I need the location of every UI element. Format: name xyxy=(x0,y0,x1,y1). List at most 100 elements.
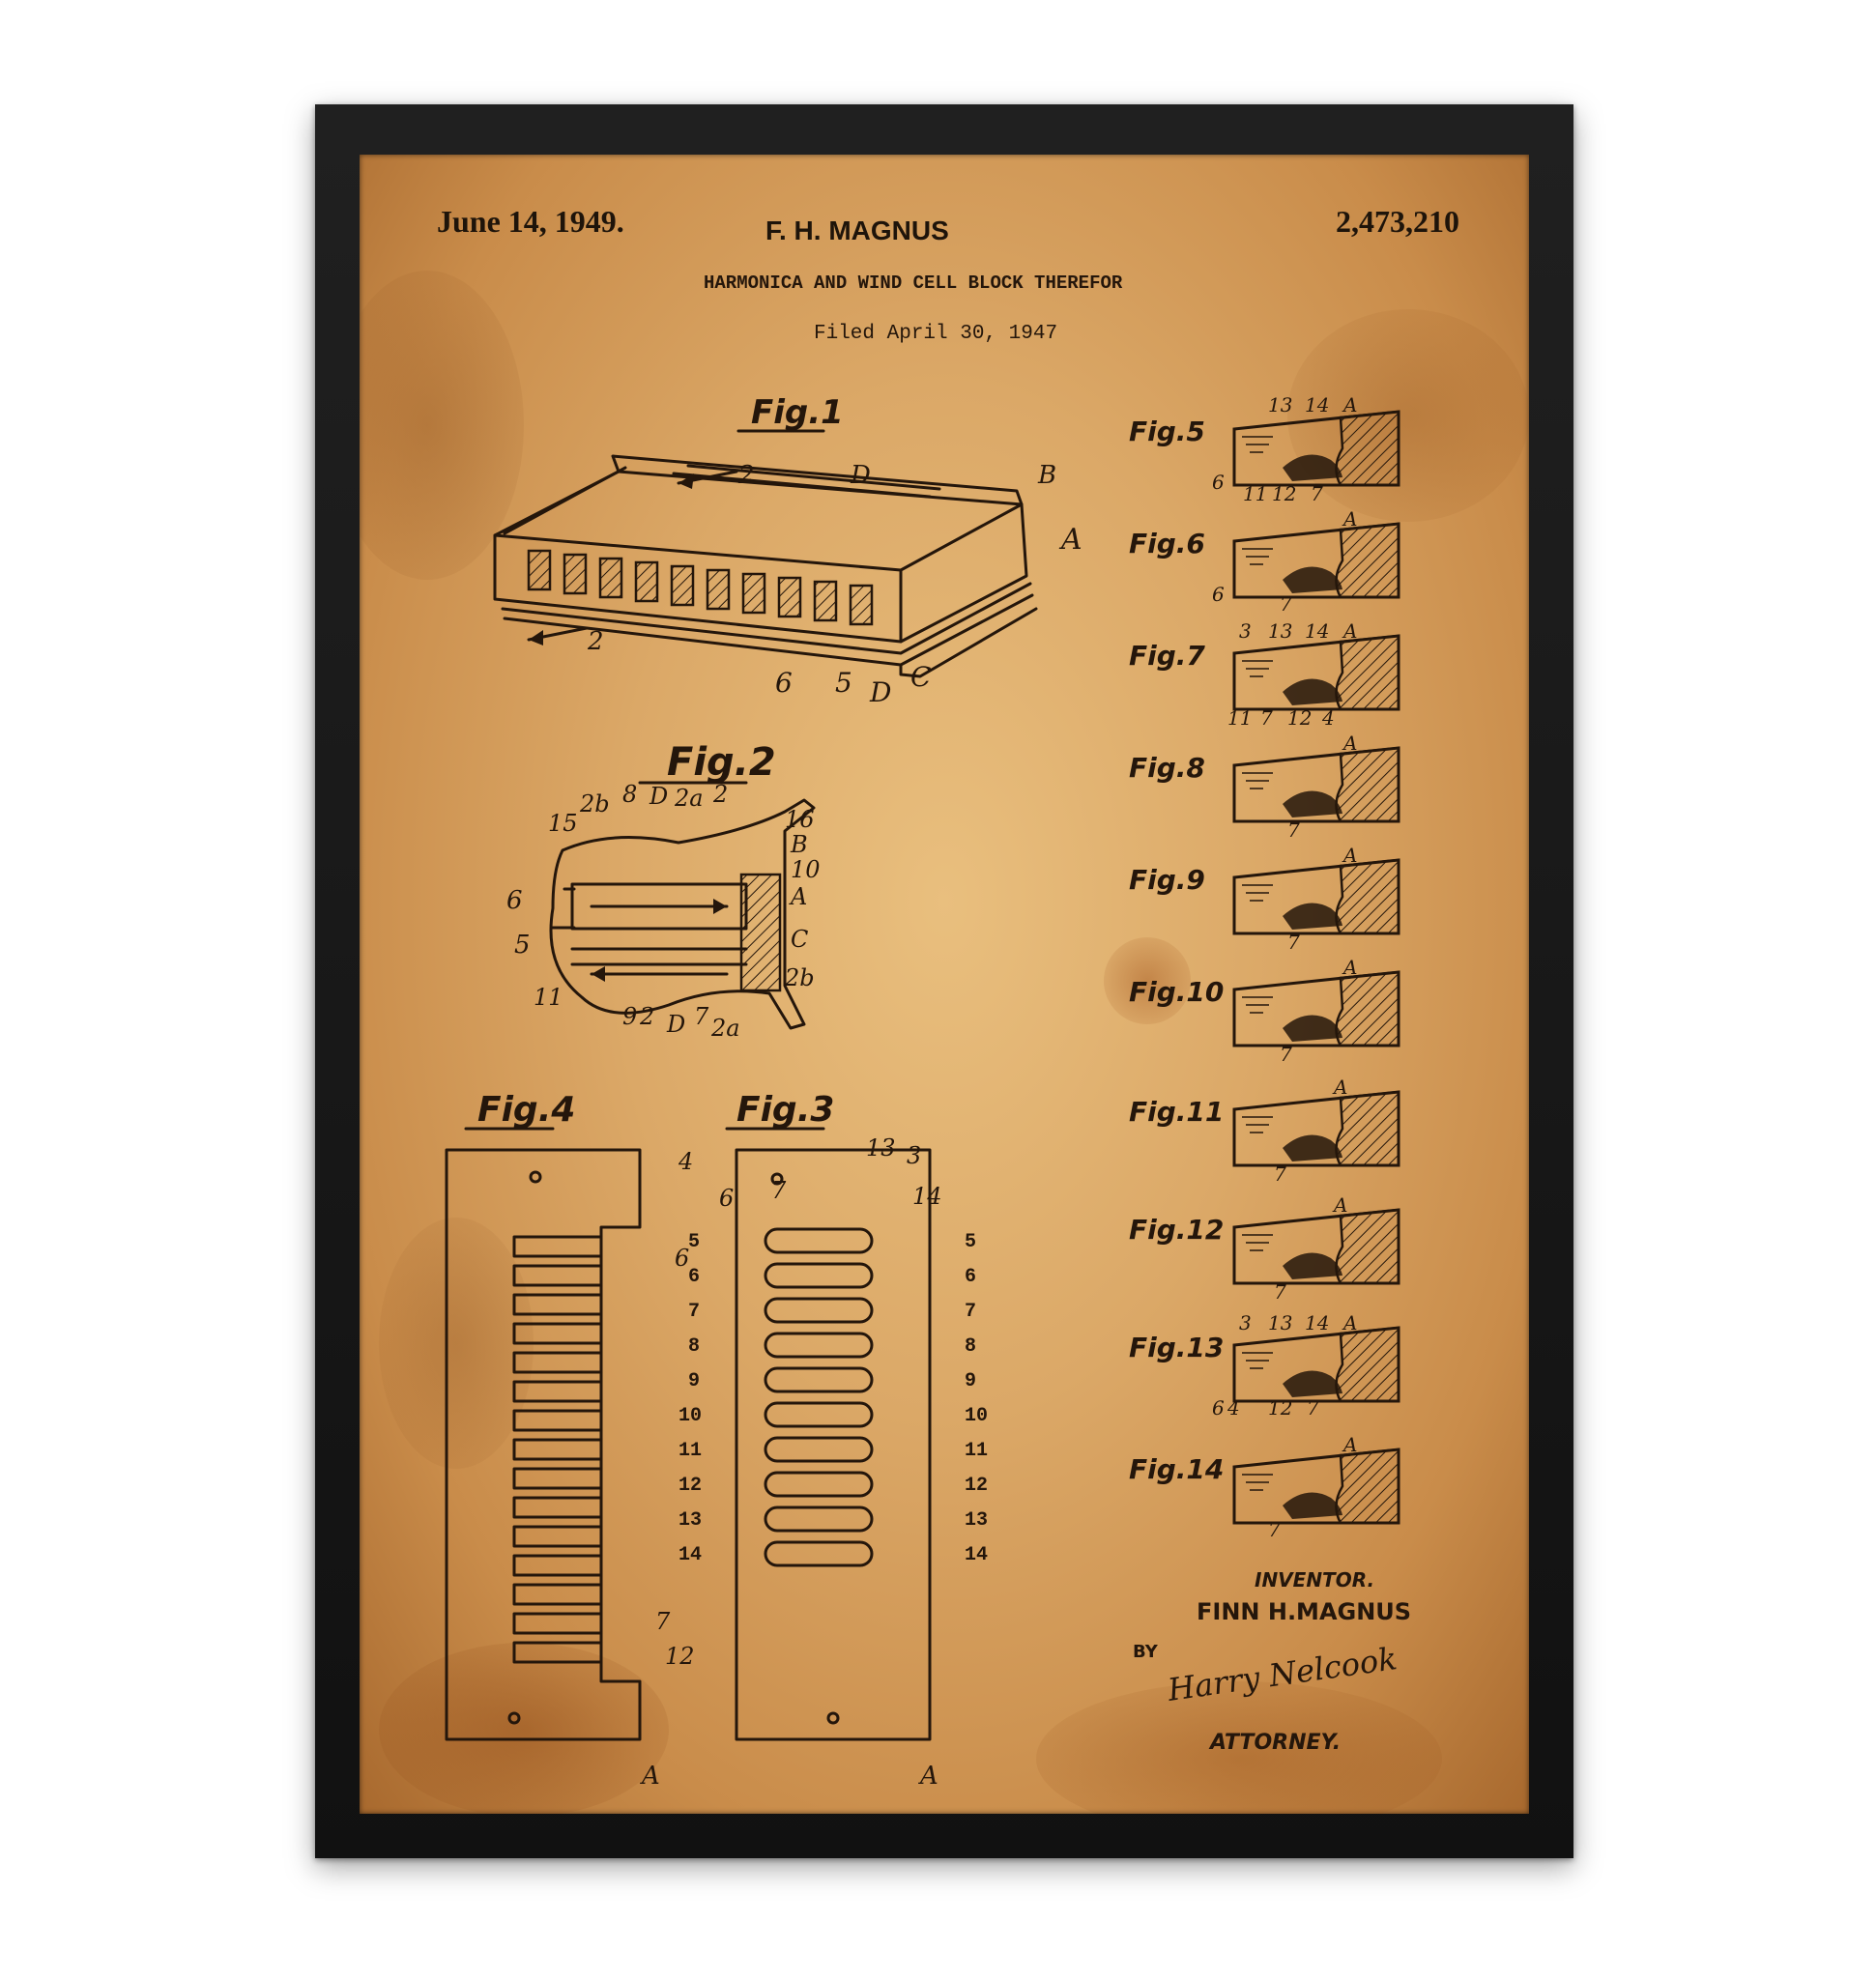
fig3-row-right: 11 xyxy=(965,1440,988,1462)
svg-text:12: 12 xyxy=(1287,706,1312,730)
svg-text:D: D xyxy=(869,676,891,708)
svg-text:12: 12 xyxy=(665,1643,695,1670)
fig5-label: Fig.5 xyxy=(1129,416,1205,447)
svg-text:7: 7 xyxy=(1287,931,1300,954)
svg-text:7: 7 xyxy=(1280,1043,1292,1066)
fig10-label: Fig.10 xyxy=(1129,976,1224,1008)
fig3-row-right: 10 xyxy=(965,1405,988,1427)
svg-text:5: 5 xyxy=(835,667,852,699)
fig3-label: Fig.3 xyxy=(736,1090,834,1130)
svg-text:D: D xyxy=(850,461,871,490)
fig1-label: Fig.1 xyxy=(751,393,844,432)
figure-13: Fig.13 3 13 14 A 6 4 12 7 xyxy=(1129,1311,1399,1420)
figure-6: Fig.6 A 6 7 xyxy=(1129,507,1399,616)
figure-12: Fig.12 A 7 xyxy=(1129,1193,1399,1304)
svg-text:7: 7 xyxy=(1274,1162,1286,1186)
fig3-row-labels: 5 6 7 8 9 10 11 12 13 14 5 6 7 8 9 10 11… xyxy=(678,1231,988,1566)
fig3-row-left: 12 xyxy=(678,1475,702,1497)
svg-text:7: 7 xyxy=(1268,1518,1281,1541)
svg-text:6: 6 xyxy=(506,886,523,915)
svg-text:7: 7 xyxy=(1260,706,1273,730)
svg-text:7: 7 xyxy=(694,1003,709,1030)
inventor-signature: FINN H.MAGNUS xyxy=(1197,1598,1411,1625)
fig3-row-left: 11 xyxy=(678,1440,702,1462)
figure-4: Fig.4 4 6 7 12 A xyxy=(447,1090,695,1791)
svg-text:14: 14 xyxy=(912,1183,942,1210)
svg-text:6: 6 xyxy=(719,1185,734,1212)
svg-text:D: D xyxy=(649,783,668,810)
fig12-label: Fig.12 xyxy=(1129,1214,1224,1246)
svg-text:6: 6 xyxy=(1212,471,1225,494)
figure-14: Fig.14 A 7 xyxy=(1129,1433,1399,1541)
fig3-row-right: 14 xyxy=(965,1544,988,1566)
svg-text:11: 11 xyxy=(534,984,563,1011)
svg-text:15: 15 xyxy=(548,810,578,837)
fig4-label: Fig.4 xyxy=(477,1090,575,1130)
svg-text:11: 11 xyxy=(1243,482,1267,505)
attorney-label: ATTORNEY. xyxy=(1208,1731,1341,1755)
fig6-label: Fig.6 xyxy=(1129,528,1205,559)
svg-text:2: 2 xyxy=(639,1003,654,1030)
svg-text:7: 7 xyxy=(1307,1396,1319,1420)
figure-7: Fig.7 3 13 14 A 11 7 12 4 xyxy=(1129,619,1399,730)
svg-text:14: 14 xyxy=(1305,619,1329,643)
fig3-row-left: 10 xyxy=(678,1405,702,1427)
figure-2: Fig.2 15 2b 8 D 2a 2 16 B 10 A C 2b 6 5 xyxy=(506,740,821,1042)
fig3-row-left: 9 xyxy=(688,1370,700,1392)
svg-text:A: A xyxy=(918,1762,938,1791)
fig2-label: Fig.2 xyxy=(667,740,776,785)
svg-text:A: A xyxy=(1332,1076,1347,1099)
svg-text:A: A xyxy=(1058,523,1082,557)
fig3-row-right: 7 xyxy=(965,1301,976,1323)
svg-text:2: 2 xyxy=(712,781,728,808)
fig8-label: Fig.8 xyxy=(1129,752,1205,784)
svg-text:6: 6 xyxy=(675,1245,689,1272)
fig3-row-left: 13 xyxy=(678,1509,702,1532)
svg-text:7: 7 xyxy=(1274,1280,1286,1304)
svg-text:6: 6 xyxy=(775,667,793,699)
svg-text:6: 6 xyxy=(1212,583,1225,606)
fig3-row-left: 8 xyxy=(688,1335,700,1358)
fig3-row-right: 12 xyxy=(965,1475,988,1497)
fig3-cells xyxy=(765,1229,872,1565)
fig14-label: Fig.14 xyxy=(1129,1453,1224,1485)
svg-text:A: A xyxy=(640,1762,660,1791)
patent-drawing-sheet: June 14, 1949. F. H. MAGNUS 2,473,210 HA… xyxy=(360,155,1529,1814)
figure-3: Fig.3 5 6 7 8 9 xyxy=(678,1090,988,1791)
svg-text:8: 8 xyxy=(622,781,637,808)
svg-text:16: 16 xyxy=(785,806,815,833)
svg-text:C: C xyxy=(791,926,808,953)
fig4-slots xyxy=(514,1237,601,1662)
svg-text:2a: 2a xyxy=(710,1015,740,1042)
patent-number: 2,473,210 xyxy=(1336,204,1459,239)
svg-text:12: 12 xyxy=(1272,482,1296,505)
figure-1: Fig.1 xyxy=(495,393,1082,708)
svg-text:A: A xyxy=(1342,731,1357,755)
svg-text:13: 13 xyxy=(1268,619,1292,643)
figure-5: Fig.5 13 14 A 6 11 12 7 xyxy=(1129,393,1399,505)
fig11-label: Fig.11 xyxy=(1129,1096,1224,1128)
svg-text:A: A xyxy=(1342,1311,1357,1334)
svg-text:A: A xyxy=(1342,844,1357,867)
svg-text:A: A xyxy=(1342,619,1357,643)
svg-text:A: A xyxy=(1342,393,1357,416)
svg-text:B: B xyxy=(1037,461,1056,490)
fig3-row-left: 14 xyxy=(678,1544,702,1566)
svg-text:2b: 2b xyxy=(784,964,815,991)
by-label: BY xyxy=(1133,1642,1159,1662)
fig3-row-left: 6 xyxy=(688,1266,700,1288)
svg-text:B: B xyxy=(790,831,808,858)
svg-text:4: 4 xyxy=(1227,1396,1240,1420)
figure-11: Fig.11 A 7 xyxy=(1129,1076,1399,1186)
svg-text:A: A xyxy=(1332,1193,1347,1217)
svg-text:13: 13 xyxy=(866,1134,896,1162)
fig3-row-left: 5 xyxy=(688,1231,700,1253)
fig7-label: Fig.7 xyxy=(1129,640,1205,672)
patent-poster: June 14, 1949. F. H. MAGNUS 2,473,210 HA… xyxy=(360,155,1529,1814)
svg-text:4: 4 xyxy=(678,1148,693,1175)
svg-text:3: 3 xyxy=(1239,1311,1252,1334)
svg-text:14: 14 xyxy=(1305,1311,1329,1334)
fig13-label: Fig.13 xyxy=(1129,1332,1224,1363)
svg-text:7: 7 xyxy=(655,1608,671,1635)
svg-text:10: 10 xyxy=(791,856,821,883)
